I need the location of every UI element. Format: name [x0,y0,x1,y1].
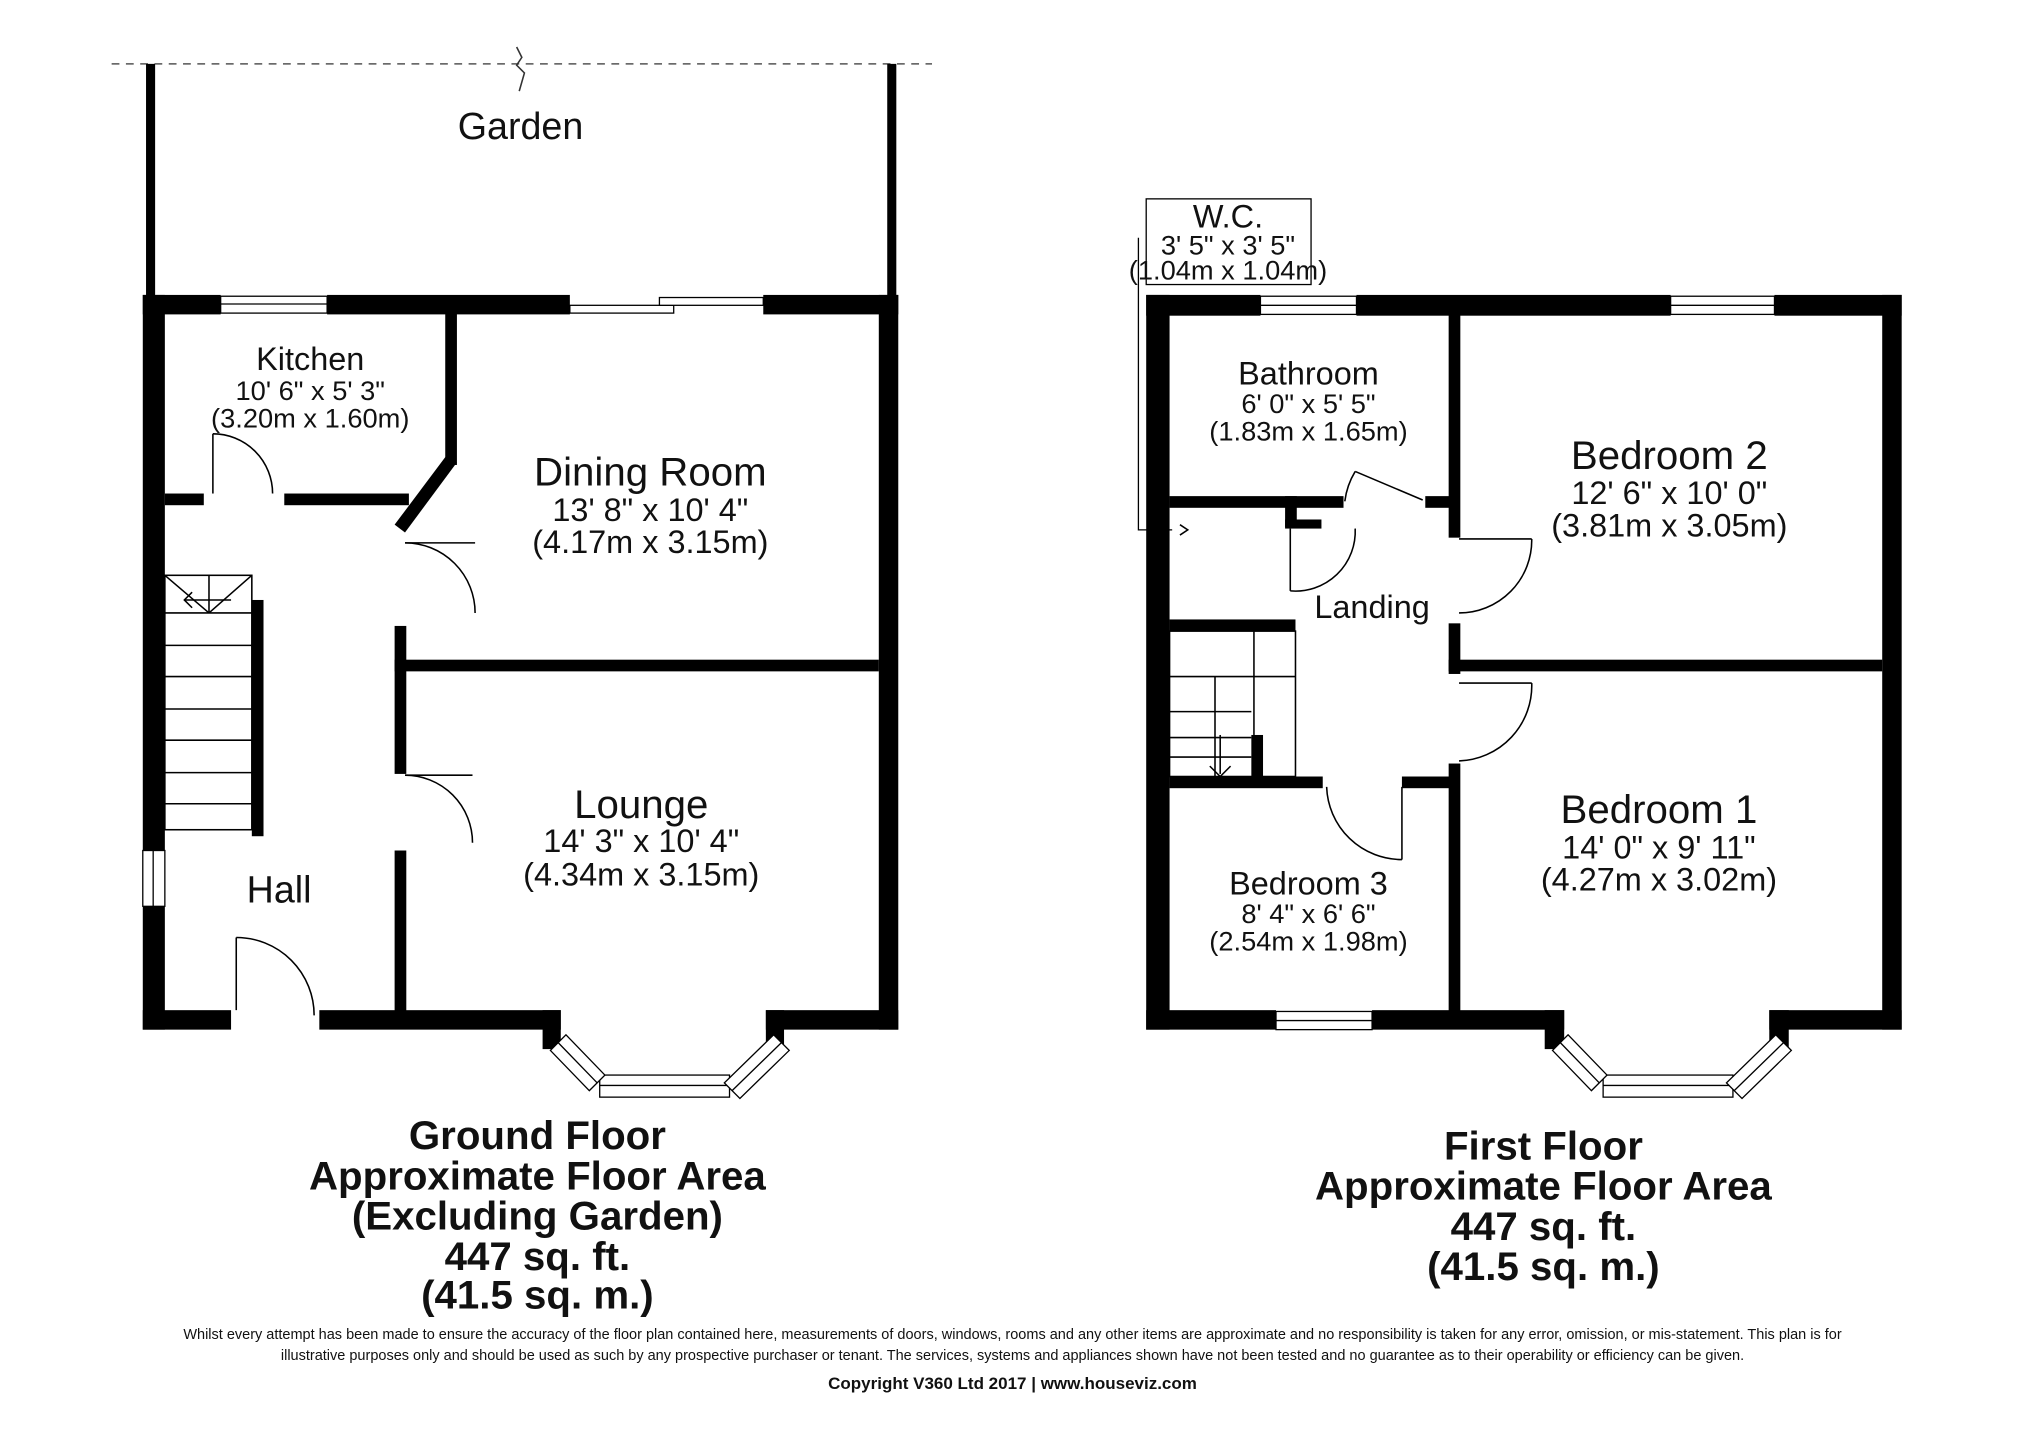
first-floor-title-2: Approximate Floor Area [1315,1164,1772,1209]
kitchen-imperial: 10' 6" x 5' 3" [236,375,385,406]
first-floor-plan: W.C. 3' 5" x 3' 5" (1.04m x 1.04m) Bathr… [1129,198,1902,1289]
bathroom-metric: (1.83m x 1.65m) [1209,415,1407,446]
ground-floor-title-2: Approximate Floor Area [309,1153,766,1198]
disclaimer-line-2: illustrative purposes only and should be… [280,1348,1745,1364]
bedroom-1-name: Bedroom 1 [1561,787,1758,832]
wc-imperial: 3' 5" x 3' 5" [1161,230,1295,261]
first-floor-title-1: First Floor [1444,1123,1643,1168]
bathroom-imperial: 6' 0" x 5' 5" [1241,388,1375,419]
bedroom-2-metric: (3.81m x 3.05m) [1551,507,1787,543]
first-floor-interior-walls [1169,313,1883,1013]
ground-floor-title-5: (41.5 sq. m.) [421,1273,654,1318]
dining-room-name: Dining Room [534,450,767,495]
bedroom-3-imperial: 8' 4" x 6' 6" [1241,898,1375,929]
first-floor-stairs [1168,630,1297,778]
first-floor-title-3: 447 sq. ft. [1451,1204,1637,1249]
wc-box [1145,198,1312,286]
garden-boundary-break-icon [515,46,526,92]
garden-name: Garden [458,105,584,147]
ground-floor-title-3: (Excluding Garden) [352,1194,723,1239]
bedroom-1-imperial: 14' 0" x 9' 11" [1562,829,1756,865]
bedroom-2-imperial: 12' 6" x 10' 0" [1571,475,1767,511]
dining-room-metric: (4.17m x 3.15m) [532,524,768,560]
disclaimer-line-1: Whilst every attempt has been made to en… [183,1327,1842,1343]
wc-metric: (1.04m x 1.04m) [1129,254,1327,285]
ground-floor-walls [142,294,899,1050]
lounge-metric: (4.34m x 3.15m) [523,857,759,893]
bedroom-1-metric: (4.27m x 3.02m) [1541,862,1777,898]
bedroom-2-name: Bedroom 2 [1571,433,1768,478]
wc-name: W.C. [1193,198,1263,234]
hall-name: Hall [247,868,312,910]
kitchen-name: Kitchen [256,341,364,377]
ground-floor-windows [142,295,791,1100]
kitchen-metric: (3.20m x 1.60m) [211,402,409,433]
copyright: Copyright V360 Ltd 2017 | www.houseviz.c… [828,1374,1197,1393]
bathroom-name: Bathroom [1238,355,1379,391]
ground-floor-stairs [164,574,253,831]
lounge-name: Lounge [574,782,708,827]
ground-floor-title-4: 447 sq. ft. [445,1234,631,1279]
bedroom-3-metric: (2.54m x 1.98m) [1209,925,1407,956]
first-floor-walls [1146,294,1902,1050]
bedroom-3-name: Bedroom 3 [1229,866,1388,902]
dining-room-imperial: 13' 8" x 10' 4" [552,492,748,528]
arrow-right-icon [1179,524,1190,536]
lounge-imperial: 14' 3" x 10' 4" [543,823,739,859]
ground-floor-title-1: Ground Floor [409,1113,666,1158]
ground-floor-interior-walls [164,311,879,1013]
first-floor-title-4: (41.5 sq. m.) [1427,1244,1660,1289]
ground-floor-doors [212,433,476,1016]
disclaimer: Whilst every attempt has been made to en… [0,1325,2025,1367]
ground-floor-plan: Garden Kitchen 10' 6" x 5' 3" (3.20m x 1… [111,46,933,1318]
first-floor-doors [1289,470,1533,861]
landing-name: Landing [1314,589,1429,625]
first-floor-windows [1259,295,1793,1100]
